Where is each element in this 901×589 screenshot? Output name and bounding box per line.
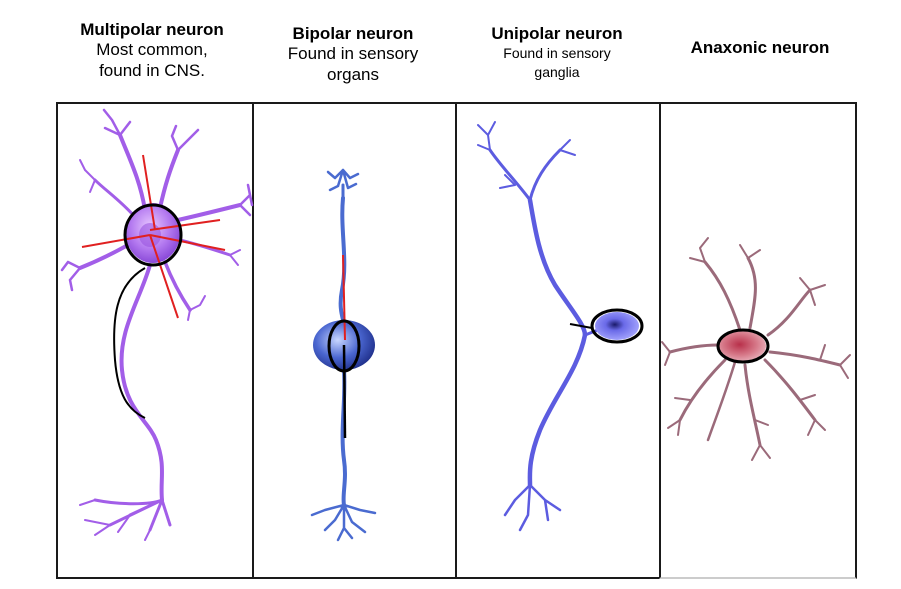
bipolar-title: Bipolar neuron bbox=[292, 24, 414, 43]
multipolar-neuron bbox=[60, 108, 254, 541]
bipolar-subtitle-line2: organs bbox=[327, 64, 379, 84]
bipolar-axon-marker bbox=[342, 344, 347, 439]
unipolar-heading: Unipolar neuron Found in sensory ganglia bbox=[458, 24, 656, 81]
multipolar-axon-marker bbox=[113, 267, 146, 419]
multipolar-red-markers bbox=[81, 154, 226, 319]
unipolar-title: Unipolar neuron bbox=[491, 24, 623, 43]
bipolar-subtitle-line1: Found in sensory bbox=[287, 44, 419, 64]
anaxonic-soma-outline bbox=[716, 328, 770, 364]
unipolar-subtitle-line1: Found in sensory bbox=[503, 45, 611, 62]
anaxonic-title: Anaxonic neuron bbox=[690, 38, 830, 57]
unipolar-soma-outline bbox=[590, 308, 644, 344]
multipolar-subtitle-line2: found in CNS. bbox=[99, 60, 205, 80]
multipolar-heading: Multipolar neuron Most common, found in … bbox=[52, 20, 252, 81]
unipolar-stalk-marker bbox=[569, 323, 593, 329]
unipolar-neuron bbox=[477, 121, 600, 532]
anaxonic-neuron bbox=[661, 237, 851, 461]
multipolar-subtitle-line1: Most common, bbox=[96, 40, 208, 60]
unipolar-soma bbox=[595, 312, 639, 340]
bipolar-red-marker bbox=[342, 254, 346, 341]
bipolar-heading: Bipolar neuron Found in sensory organs bbox=[258, 24, 448, 85]
anaxonic-soma bbox=[718, 331, 766, 361]
unipolar-subtitle-line2: ganglia bbox=[534, 63, 580, 80]
multipolar-soma-outline bbox=[123, 203, 183, 267]
multipolar-title: Multipolar neuron bbox=[80, 20, 224, 39]
anaxonic-heading: Anaxonic neuron bbox=[665, 38, 855, 58]
